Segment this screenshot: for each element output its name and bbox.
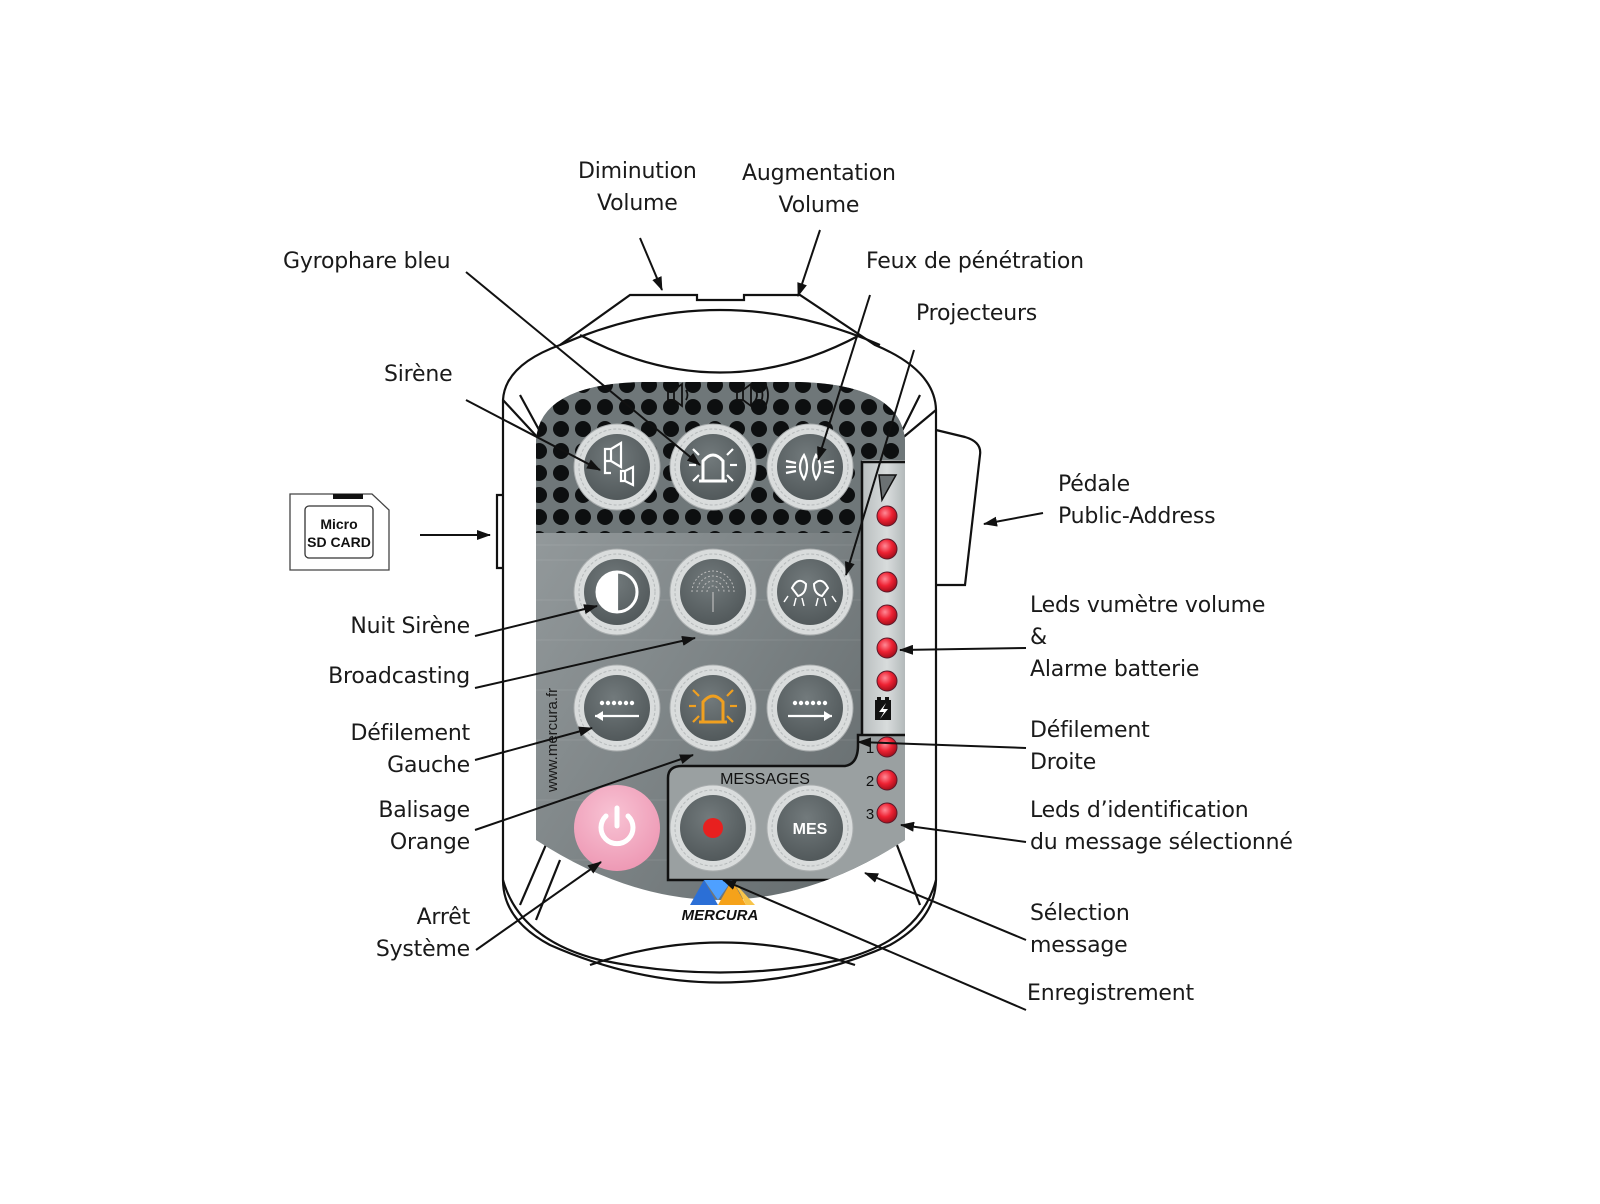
website-text: www.mercura.fr bbox=[544, 688, 561, 793]
scroll-left-button[interactable] bbox=[573, 664, 661, 752]
siren-icon bbox=[603, 441, 635, 487]
label-enregistrement: Enregistrement bbox=[1027, 981, 1194, 1006]
leader-pedale bbox=[983, 512, 1044, 527]
volume-up-icon bbox=[736, 382, 769, 408]
leader-balisage-orange bbox=[474, 754, 694, 831]
broadcast-icon bbox=[691, 570, 735, 612]
night-icon bbox=[595, 570, 639, 614]
scroll-right-button[interactable] bbox=[766, 664, 854, 752]
message-led-number: 1 bbox=[866, 740, 874, 757]
left-icon bbox=[595, 700, 639, 721]
vumeter-led bbox=[876, 571, 898, 593]
leader-feux-penetration bbox=[817, 294, 871, 461]
mes-icon: MES bbox=[793, 821, 828, 838]
leader-enregistrement bbox=[722, 879, 1027, 1011]
projectors-icon bbox=[783, 579, 837, 607]
label-feux-penetration: Feux de pénétration bbox=[866, 249, 1084, 274]
label-broadcasting: Broadcasting bbox=[328, 664, 470, 689]
leader-defilement-gauche bbox=[474, 726, 593, 761]
vumeter-led bbox=[876, 604, 898, 626]
leader-augmentation-volume bbox=[797, 229, 821, 297]
battery-alarm-icon bbox=[875, 697, 891, 720]
sd-card-line2: SD CARD bbox=[307, 534, 371, 550]
brand-text: MERCURA bbox=[682, 907, 759, 924]
broadcasting-button[interactable] bbox=[669, 548, 757, 636]
leader-selection-message bbox=[864, 872, 1027, 941]
messages-panel-title: MESSAGES bbox=[720, 771, 810, 788]
label-leds-vumetre: Leds vumètre volume&Alarme batterie bbox=[1030, 593, 1266, 682]
vumeter-led bbox=[876, 538, 898, 560]
leader-nuit-sirene bbox=[474, 604, 598, 637]
message-led-number: 3 bbox=[866, 806, 874, 823]
leader-broadcasting bbox=[474, 636, 696, 689]
leader-leds-identification bbox=[900, 821, 1027, 843]
leader-projecteurs bbox=[844, 349, 915, 576]
leader-gyrophare-bleu bbox=[465, 271, 701, 466]
siren-button[interactable] bbox=[573, 423, 661, 511]
record-button[interactable] bbox=[669, 784, 757, 872]
vumeter-led bbox=[876, 670, 898, 692]
blue-beacon-button[interactable] bbox=[669, 423, 757, 511]
volume-down-icon bbox=[667, 382, 689, 408]
vumeter-triangle-icon bbox=[878, 474, 898, 503]
vumeter-led bbox=[876, 637, 898, 659]
leader-defilement-droite bbox=[857, 737, 1027, 749]
mes-label: MES bbox=[793, 821, 828, 838]
message-led bbox=[876, 736, 898, 758]
projectors-button[interactable] bbox=[766, 548, 854, 636]
orange-beacon-button[interactable] bbox=[669, 664, 757, 752]
message-select-button[interactable]: MES bbox=[766, 784, 854, 872]
leader-diminution-volume bbox=[639, 237, 663, 291]
label-nuit-sirene: Nuit Sirène bbox=[350, 614, 470, 639]
message-led-number: 2 bbox=[866, 773, 874, 790]
message-led bbox=[876, 802, 898, 824]
sd-card-line1: Micro bbox=[320, 516, 357, 532]
label-projecteurs: Projecteurs bbox=[916, 301, 1038, 326]
right-icon bbox=[788, 700, 832, 721]
power-icon bbox=[598, 805, 636, 847]
record-icon bbox=[703, 818, 723, 838]
night-siren-button[interactable] bbox=[573, 548, 661, 636]
label-gyrophare-bleu: Gyrophare bleu bbox=[283, 249, 451, 274]
leader-arret-systeme bbox=[475, 861, 602, 951]
leader-leds-vumetre bbox=[899, 644, 1027, 655]
micro-sd-card: Micro SD CARD bbox=[289, 493, 390, 571]
penetration-lights-button[interactable] bbox=[766, 423, 854, 511]
obeacon-icon bbox=[689, 689, 737, 724]
vumeter-led bbox=[876, 505, 898, 527]
leader-sirene bbox=[465, 399, 601, 471]
penetration-icon bbox=[785, 452, 835, 482]
message-led bbox=[876, 769, 898, 791]
label-sirene: Sirène bbox=[384, 362, 453, 387]
power-off-button[interactable] bbox=[574, 785, 660, 871]
